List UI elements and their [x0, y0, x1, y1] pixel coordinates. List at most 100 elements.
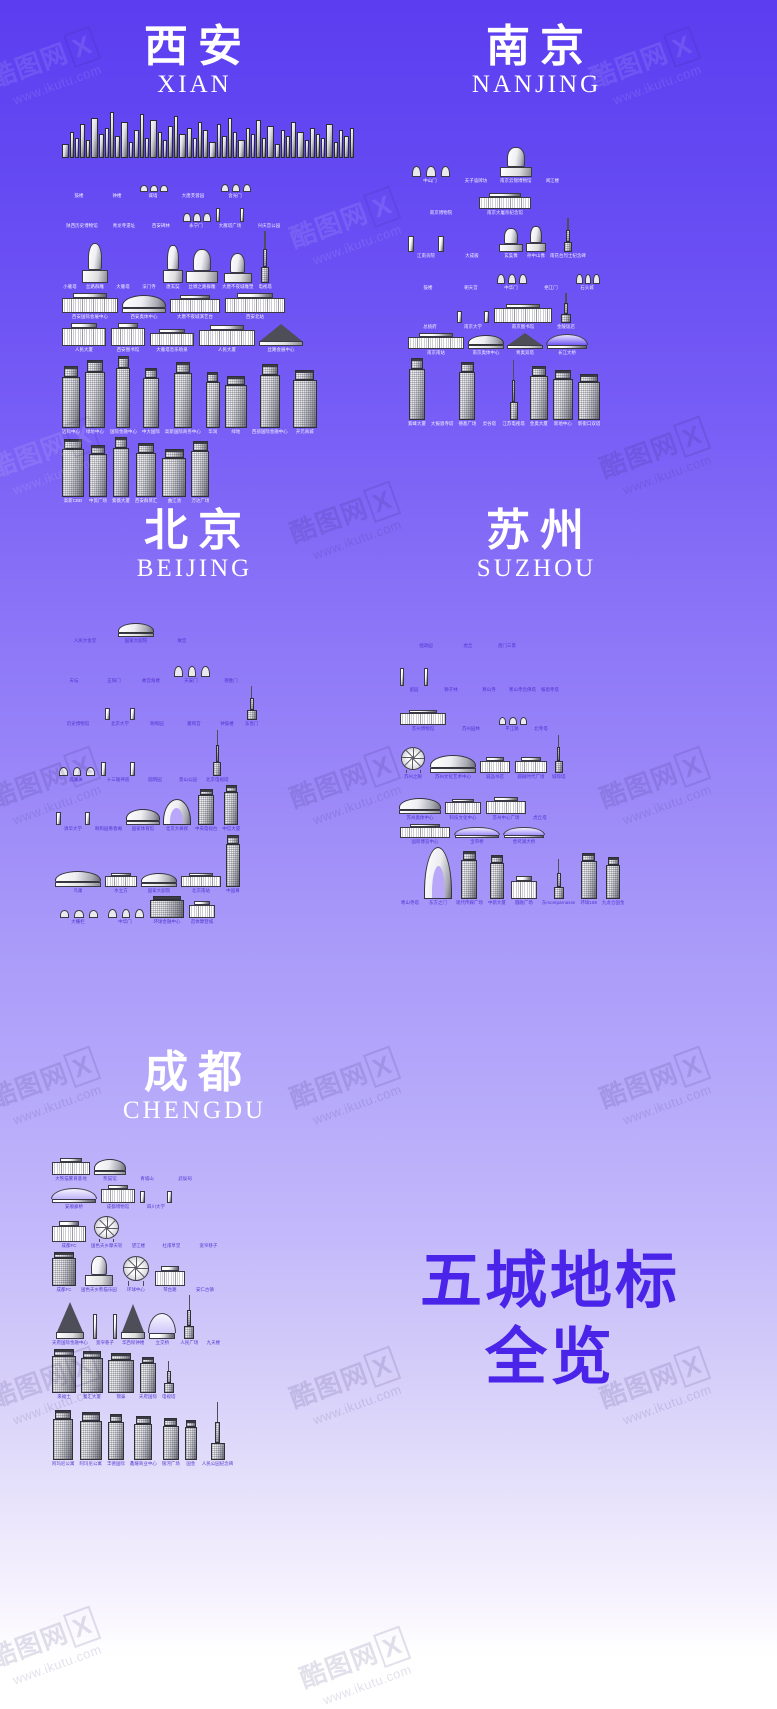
skyline-building — [193, 138, 197, 158]
landmark-item: 大熊猫繁育基地 — [52, 1157, 90, 1182]
landmark-item: 陕西历史博物馆 — [62, 202, 102, 229]
landmark-item: 青城山 — [130, 1155, 164, 1182]
landmark-pagoda-art — [214, 690, 240, 720]
landmark-dome-art — [118, 623, 154, 637]
landmark-modern-art — [494, 303, 552, 323]
landmark-item: 虎丘塔 — [531, 782, 549, 821]
landmark-item: 含光门 — [218, 176, 252, 199]
landmark-wall-art — [218, 176, 252, 192]
landmark-item: 人民大厦 — [199, 324, 255, 353]
landmark-pagoda-art — [533, 695, 549, 725]
landmark-row: 苏州之眼苏州文化艺术中心诚品书店圆融时代广场城际塔 — [400, 734, 730, 780]
landmark-modern-art — [52, 1220, 86, 1242]
landmark-gate-art — [105, 704, 135, 720]
landmark-hall-art — [130, 1155, 164, 1175]
landmark-sky-art — [116, 355, 131, 428]
landmark-hall-art — [449, 226, 495, 252]
landmark-item: 紫峰大厦 — [408, 358, 426, 427]
landmark-label: 环球188 — [580, 900, 598, 905]
landmark-item: 熊猫馆 — [94, 1159, 126, 1182]
landmark-hall-art — [179, 698, 209, 720]
landmark-label: 城际塔 — [552, 773, 566, 779]
landmark-item: 留园 — [400, 662, 428, 693]
landmark-hall-art — [169, 1155, 201, 1175]
landmark-item: 寒山寺 — [474, 664, 504, 693]
landmark-label: 丝路群雕 — [86, 284, 104, 289]
landmark-item: 天安门 — [171, 655, 211, 684]
landmark-label: 国家大剧院 — [147, 887, 171, 893]
landmark-statue-art — [82, 243, 108, 283]
landmark-needle-art — [163, 1360, 174, 1393]
landmark-label: 北京电视塔 — [206, 776, 229, 782]
landmark-label: 寒山寺 — [482, 686, 496, 692]
landmark-sky-art — [459, 362, 476, 420]
landmark-row: 南京南站南京奥体中心青奥双塔长江大桥 — [408, 332, 728, 356]
landmark-label: 报恩寺塔 — [540, 686, 559, 692]
landmark-item: 寒山寺塔 — [400, 855, 420, 906]
landmark-item: 琴台路 — [154, 1266, 185, 1293]
landmark-label: 正阳门 — [107, 677, 121, 683]
landmark-label: 安顺廊桥 — [65, 1203, 83, 1209]
landmark-label: 鑫耀商业中心 — [129, 1461, 157, 1466]
landmark-label: 国色天乡熊猫乐园 — [81, 1286, 117, 1292]
landmark-label: 夫子庙牌坊 — [464, 178, 488, 183]
watermark-url: www.ikutu.com — [620, 451, 714, 498]
landmark-needle-art — [560, 293, 571, 323]
landmark-item: 颐和园 — [140, 700, 174, 727]
landmark-wall-art — [171, 655, 211, 677]
landmark-hall-art — [62, 202, 102, 222]
city-title-nanjing: 南京 NANJING — [410, 23, 660, 100]
landmark-dome-art — [125, 809, 160, 825]
skyline-building — [187, 128, 192, 158]
landmark-item: 北京电视塔 — [206, 729, 229, 783]
watermark-brand: 酷图网 — [295, 1637, 383, 1694]
landmark-grid-xian: 鼓楼钟楼城墙大唐芙蓉园含光门陕西历史博物馆青龙寺遗址西安碑林永宁门大雁塔广场兴庆… — [62, 170, 362, 507]
landmark-label: 德胜门 — [224, 677, 238, 683]
landmark-label: 故宫角楼 — [142, 677, 160, 683]
landmark-item: 拙政园 — [400, 622, 452, 649]
landmark-item: 正阳门 — [97, 651, 131, 684]
landmark-label: 苏州文化艺术中心 — [435, 773, 471, 779]
skyline-building — [350, 128, 354, 158]
landmark-label: 紫薇大厦 — [112, 498, 130, 503]
landmark-item: 西安国际会展中心 — [62, 293, 118, 320]
landmark-label: 江南贡院 — [417, 253, 435, 258]
landmark-label: 绿地 — [231, 428, 241, 434]
landmark-item: 鼓楼 — [408, 262, 448, 291]
landmark-row: 总统府南京大学南京图书馆金陵饭店 — [408, 293, 728, 330]
skyline-building — [275, 144, 280, 158]
skyline-building — [344, 136, 349, 158]
landmark-label: 阅江楼 — [545, 178, 560, 183]
landmark-label: 人民广场 — [180, 1340, 199, 1345]
landmark-item: 西安碑林 — [146, 204, 176, 229]
landmark-tent-art — [121, 1303, 146, 1339]
landmark-item: 银河广场 — [162, 1418, 180, 1467]
landmark-row: 人民大会堂国家大剧院故宫 — [56, 615, 356, 644]
landmark-label: 宽窄巷子 — [199, 1243, 218, 1248]
landmark-item: 中央电视台 — [195, 789, 217, 832]
skyline-building — [121, 122, 128, 158]
landmark-item: 宽窄巷子 — [193, 1220, 223, 1249]
landmark-label: 长江大桥 — [558, 349, 576, 355]
landmark-item: 景山公园 — [175, 752, 201, 783]
landmark-item: 东方之门 — [424, 847, 452, 906]
landmark-item: 中华门 — [105, 900, 145, 925]
landmark-item: 安顺廊桥 — [51, 1187, 97, 1210]
landmark-item: 历史博物馆 — [56, 702, 100, 727]
landmark-label: 永宁门 — [189, 222, 203, 228]
skyline-building — [70, 132, 74, 158]
landmark-label: 国金 — [186, 1461, 196, 1466]
landmark-label: 安仁古镇 — [195, 1286, 214, 1292]
landmark-wall-art — [56, 904, 100, 918]
landmark-modern-art — [400, 824, 450, 838]
landmark-pagoda-art — [112, 239, 134, 283]
landmark-pagoda-art — [536, 145, 568, 177]
landmark-sky-art — [112, 437, 129, 497]
landmark-modern-art — [486, 796, 526, 814]
landmark-item: 鑫耀商业中心 — [130, 1416, 157, 1467]
landmark-row: 拙政园虎丘盘门三景 — [400, 620, 730, 649]
landmark-label: 人民大厦 — [218, 347, 236, 352]
landmark-item: 南京云锦博物馆 — [499, 147, 532, 184]
landmark-item: 天坛 — [56, 647, 92, 684]
